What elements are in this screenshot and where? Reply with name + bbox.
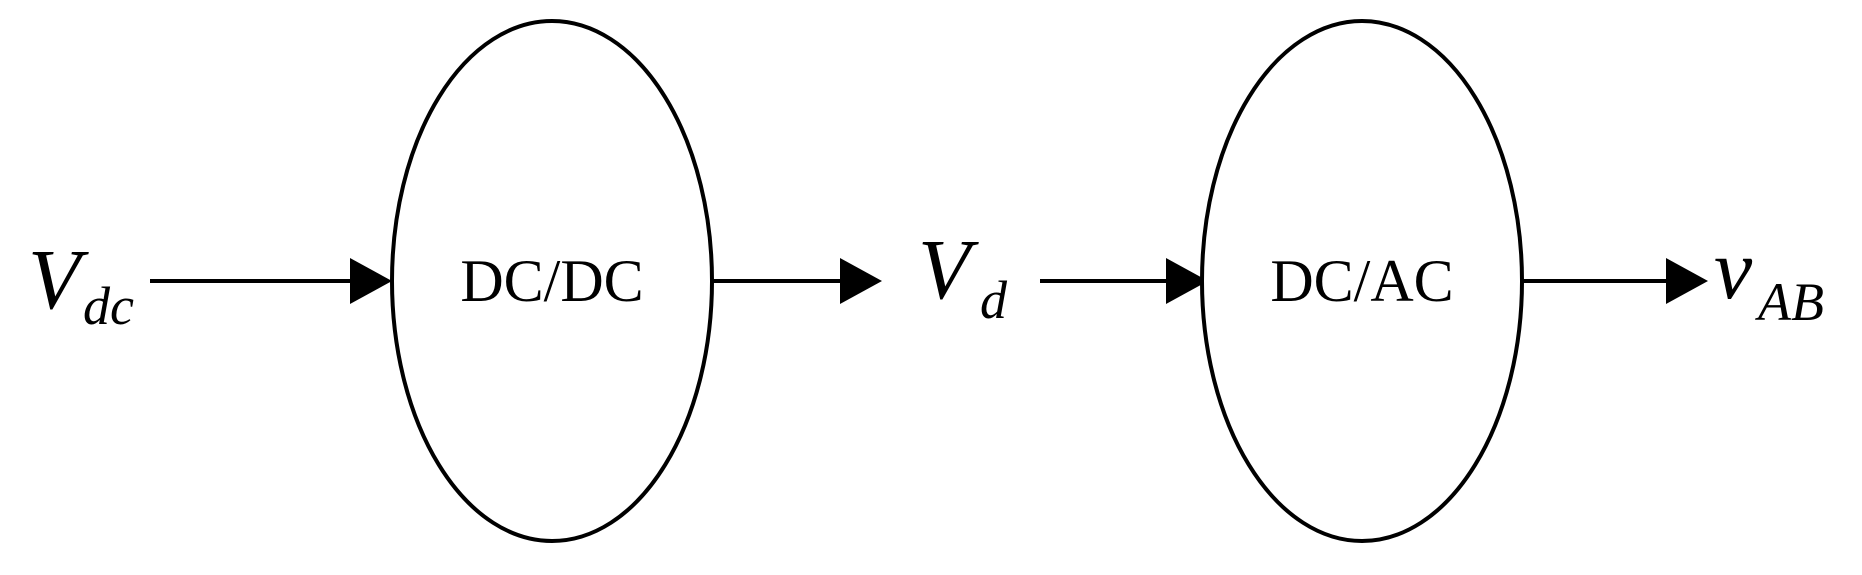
output-signal-subscript: AB: [1755, 272, 1824, 332]
arrow-intermediate-to-dcac: [1040, 258, 1208, 304]
arrow-dcac-to-output: [1522, 258, 1708, 304]
intermediate-signal-label: V d: [918, 221, 1008, 330]
input-signal-label: V dc: [28, 231, 134, 336]
dcdc-converter-block: DC/DC: [390, 19, 714, 543]
input-signal-base: V: [28, 231, 89, 327]
dcdc-converter-label: DC/DC: [460, 248, 643, 314]
intermediate-signal-base: V: [918, 221, 979, 317]
arrow-input-to-dcdc-head: [350, 258, 392, 304]
arrow-intermediate-to-dcac-head: [1166, 258, 1208, 304]
arrow-dcdc-to-intermediate: [712, 258, 882, 304]
input-signal-subscript: dc: [83, 276, 134, 336]
arrow-dcdc-to-intermediate-head: [840, 258, 882, 304]
dcac-inverter-label: DC/AC: [1270, 248, 1453, 314]
arrow-dcac-to-output-head: [1666, 258, 1708, 304]
intermediate-signal-subscript: d: [980, 270, 1008, 330]
output-signal-base: v: [1714, 221, 1753, 317]
dcac-inverter-block: DC/AC: [1200, 19, 1524, 543]
output-signal-label: v AB: [1714, 221, 1824, 332]
arrow-input-to-dcdc: [150, 258, 392, 304]
